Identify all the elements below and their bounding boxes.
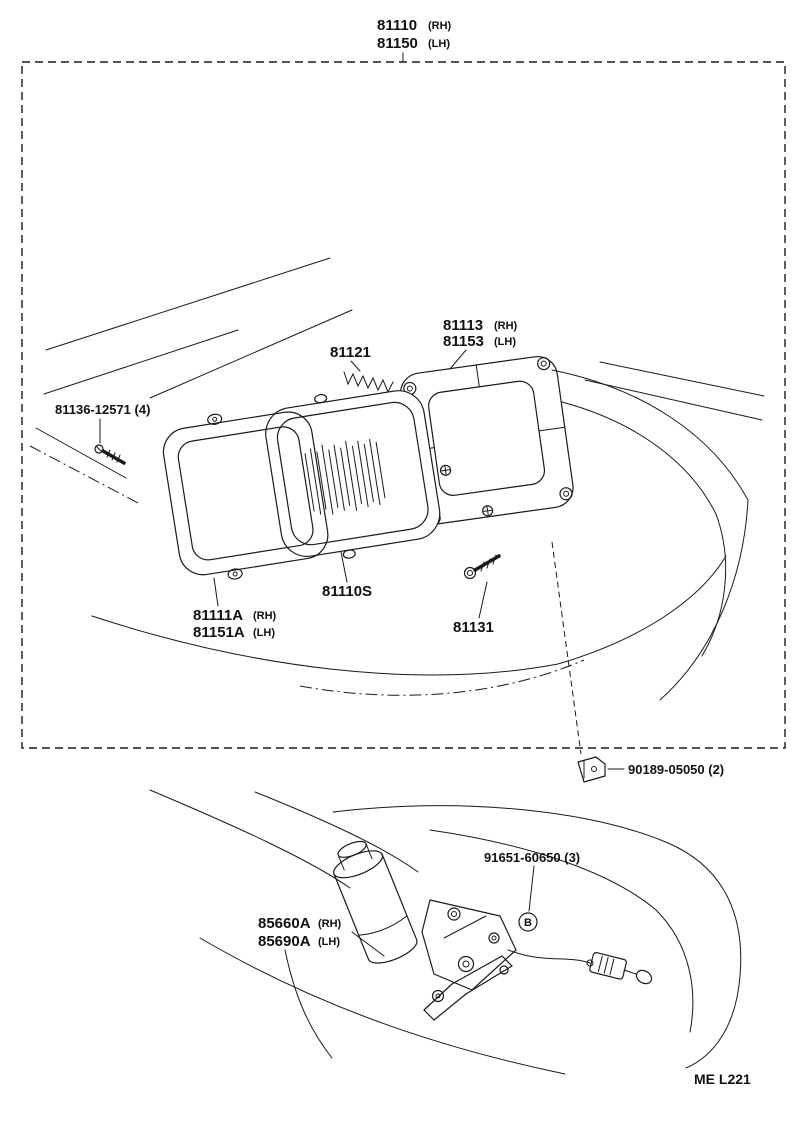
boundary-dashed-box bbox=[21, 61, 786, 749]
adjusting-screw-icon bbox=[482, 505, 494, 517]
label-assembly-rh: 81110 bbox=[377, 17, 417, 34]
car-body-outline-upper bbox=[29, 257, 765, 701]
adjusting-screw-icon bbox=[439, 464, 452, 476]
leader-bolt bbox=[478, 581, 488, 619]
leader-lens bbox=[340, 551, 348, 583]
label-assembly-rh-side: (RH) bbox=[428, 20, 452, 32]
leader-spring bbox=[350, 360, 361, 372]
label-ring-lh: 81153 bbox=[443, 333, 484, 350]
label-bezel-rh-side: (RH) bbox=[253, 610, 277, 622]
label-ring-rh-side: (RH) bbox=[494, 320, 518, 332]
leader-ring bbox=[449, 349, 467, 370]
label-bezel-lh-side: (LH) bbox=[253, 627, 275, 639]
lens-flutes bbox=[304, 439, 386, 515]
retract-motor-drawing bbox=[333, 840, 653, 1021]
leader-bezel bbox=[213, 577, 219, 607]
headlamp-bezel-drawing bbox=[162, 411, 329, 580]
fastener-marker-b: B bbox=[518, 912, 538, 932]
label-screw: 81136-12571 (4) bbox=[55, 402, 150, 417]
motor-harness bbox=[507, 949, 653, 985]
label-assembly-lh-side: (LH) bbox=[428, 38, 450, 50]
mounting-bolt-drawing bbox=[463, 554, 501, 580]
screw-drawing bbox=[94, 444, 126, 465]
label-motor-lh-side: (LH) bbox=[318, 936, 340, 948]
leader-motor-screw bbox=[528, 865, 535, 912]
headlamp-lens-drawing bbox=[265, 390, 441, 559]
label-spring: 81121 bbox=[330, 344, 371, 361]
label-bezel-rh: 81111A bbox=[193, 607, 243, 624]
leader-motor bbox=[351, 931, 385, 957]
label-motor-lh: 85690A bbox=[258, 933, 311, 950]
sheet-code: ME L221 bbox=[694, 1071, 751, 1087]
label-bezel-lh: 81151A bbox=[193, 624, 245, 641]
motor-linkage bbox=[421, 899, 517, 1021]
label-ring-lh-side: (LH) bbox=[494, 336, 516, 348]
label-motor-screw: 91651-60650 (3) bbox=[484, 850, 580, 865]
label-bolt: 81131 bbox=[453, 619, 494, 636]
label-lens: 81110S bbox=[322, 583, 372, 600]
car-body-outline-lower bbox=[149, 789, 742, 1075]
spring-drawing bbox=[343, 371, 394, 394]
label-clip: 90189-05050 (2) bbox=[628, 762, 724, 777]
label-motor-rh: 85660A bbox=[258, 915, 311, 932]
label-assembly-lh: 81150 bbox=[377, 35, 418, 52]
clip-drawing bbox=[577, 756, 606, 783]
label-motor-rh-side: (RH) bbox=[318, 918, 342, 930]
label-ring-rh: 81113 bbox=[443, 317, 483, 334]
fastener-marker-letter: B bbox=[524, 917, 532, 929]
leader-clip-dashed bbox=[551, 541, 582, 755]
